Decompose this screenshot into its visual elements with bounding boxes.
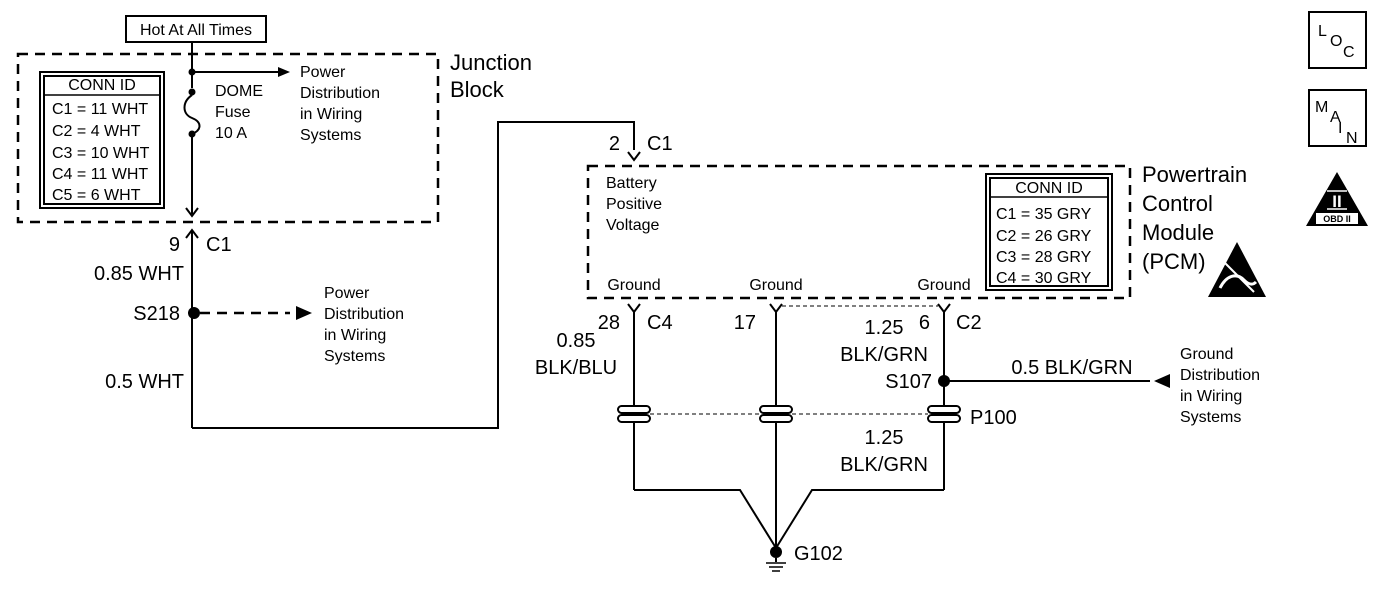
ground-circuit: 28 C4 17 6 C2 0.85 BLK/BLU 1.25 BLK/GRN … xyxy=(535,303,1260,572)
splice-s218-dot xyxy=(188,307,200,319)
main-badge: M A I N xyxy=(1308,89,1367,147)
ground-label: Ground xyxy=(749,277,802,294)
obd-text: OBD II xyxy=(1323,214,1351,224)
wire-right-top-gauge: 1.25 xyxy=(865,317,904,339)
wire-right-bottom-gauge: 1.25 xyxy=(865,427,904,449)
hot-at-all-times-label: Hot At All Times xyxy=(125,15,267,43)
left-power-dist-text: Distribution xyxy=(324,306,404,323)
pcm-conn-id-title: CONN ID xyxy=(1015,180,1083,197)
pcm-conn-row: C4 = 30 GRY xyxy=(996,270,1092,287)
pcm-conn-id-table: CONN ID C1 = 35 GRY C2 = 26 GRY C3 = 28 … xyxy=(985,173,1113,291)
splice-s107: S107 xyxy=(885,371,932,393)
pcm-title-2: Control xyxy=(1142,191,1213,216)
junction-conn-row: C1 = 11 WHT xyxy=(52,101,148,118)
left-power-dist-text: Systems xyxy=(324,348,385,365)
jb-power-dist-text: Distribution xyxy=(300,85,380,102)
pin-6: 6 xyxy=(919,312,930,334)
conn-c1-label: C1 xyxy=(206,234,232,256)
main-letter: N xyxy=(1346,130,1358,147)
battery-label-1: Battery xyxy=(606,175,657,192)
fuse-word: Fuse xyxy=(215,104,251,121)
conn-c4-label: C4 xyxy=(647,312,673,334)
main-letter: A xyxy=(1330,109,1341,126)
loc-letter: L xyxy=(1318,23,1327,40)
wire-left-gauge: 0.85 xyxy=(557,330,596,352)
junction-conn-id-title: CONN ID xyxy=(68,77,136,94)
loc-badge: L O C xyxy=(1308,11,1367,69)
esd-sensitive-icon xyxy=(1208,242,1266,297)
loc-letter: C xyxy=(1343,44,1355,61)
main-letter: I xyxy=(1338,120,1342,137)
ground-g102: G102 xyxy=(794,543,843,565)
left-wire: 9 C1 0.85 WHT S218 Power Distribution in… xyxy=(94,121,673,429)
ground-label: Ground xyxy=(917,277,970,294)
connector-c4-icon xyxy=(627,303,641,314)
obd-ii-badge: II OBD II xyxy=(1306,172,1368,226)
ground-dist-arrow-icon xyxy=(1154,374,1170,388)
ground-dist-text: Distribution xyxy=(1180,367,1260,384)
connector-17-icon xyxy=(769,303,783,314)
pcm-title-1: Powertrain xyxy=(1142,162,1247,187)
wire-right-bottom-color: BLK/GRN xyxy=(840,454,928,476)
pcm-title-4: (PCM) xyxy=(1142,249,1206,274)
wire-085-wht: 0.85 WHT xyxy=(94,263,184,285)
pcm-pin-2: 2 xyxy=(609,133,620,155)
connector-c1-pcm-icon xyxy=(627,151,641,162)
junction-block: Junction Block CONN ID C1 = 11 WHT C2 = … xyxy=(16,42,532,224)
pin-28: 28 xyxy=(598,312,620,334)
ground-dist-text: in Wiring xyxy=(1180,388,1242,405)
hot-at-all-times-text: Hot At All Times xyxy=(140,22,252,39)
splice-s218: S218 xyxy=(133,303,180,325)
connector-p100: P100 xyxy=(970,407,1017,429)
junction-conn-row: C3 = 10 WHT xyxy=(52,145,150,162)
power-dist-arrow-icon xyxy=(296,306,312,320)
power-dist-arrow-icon xyxy=(278,67,290,77)
junction-conn-row: C4 = 11 WHT xyxy=(52,166,148,183)
conn-c2-label: C2 xyxy=(956,312,982,334)
junction-conn-row: C5 = 6 WHT xyxy=(52,187,141,204)
pcm-title-3: Module xyxy=(1142,220,1214,245)
wire-right-top-color: BLK/GRN xyxy=(840,344,928,366)
fuse-name: DOME xyxy=(215,83,263,100)
battery-label-2: Positive xyxy=(606,196,662,213)
branch-wire-label: 0.5 BLK/GRN xyxy=(1011,357,1132,379)
wire-05-wht: 0.5 WHT xyxy=(105,371,184,393)
junction-conn-row: C2 = 4 WHT xyxy=(52,123,141,140)
pcm-module: Powertrain Control Module (PCM) Battery … xyxy=(586,162,1266,300)
left-power-dist-text: Power xyxy=(324,285,370,302)
ground-dist-text: Ground xyxy=(1180,346,1233,363)
dome-fuse-icon xyxy=(183,88,201,138)
loc-letter: O xyxy=(1330,33,1342,50)
pin-9: 9 xyxy=(169,234,180,256)
wire-left-color: BLK/BLU xyxy=(535,357,617,379)
left-power-dist-text: in Wiring xyxy=(324,327,386,344)
connector-p100-icon xyxy=(617,405,961,423)
junction-block-title-1: Junction xyxy=(450,50,532,75)
battery-label-3: Voltage xyxy=(606,217,659,234)
jb-power-dist-text: Power xyxy=(300,64,346,81)
ground-dist-text: Systems xyxy=(1180,409,1241,426)
connector-c1-jb-icon xyxy=(185,207,199,218)
ground-g102-icon xyxy=(766,546,786,572)
obd-numeral: II xyxy=(1332,192,1341,211)
pcm-conn-row: C1 = 35 GRY xyxy=(996,206,1092,223)
junction-conn-id-table: CONN ID C1 = 11 WHT C2 = 4 WHT C3 = 10 W… xyxy=(39,71,165,209)
pcm-conn-c1: C1 xyxy=(647,133,673,155)
junction-block-title-2: Block xyxy=(450,77,505,102)
ground-label: Ground xyxy=(607,277,660,294)
connector-c2-icon xyxy=(937,303,951,314)
fuse-rating: 10 A xyxy=(215,125,247,142)
jb-power-dist-text: Systems xyxy=(300,127,361,144)
main-letter: M xyxy=(1315,99,1328,116)
pcm-conn-row: C3 = 28 GRY xyxy=(996,249,1092,266)
pin-17: 17 xyxy=(734,312,756,334)
pcm-conn-row: C2 = 26 GRY xyxy=(996,228,1092,245)
jb-power-dist-text: in Wiring xyxy=(300,106,362,123)
